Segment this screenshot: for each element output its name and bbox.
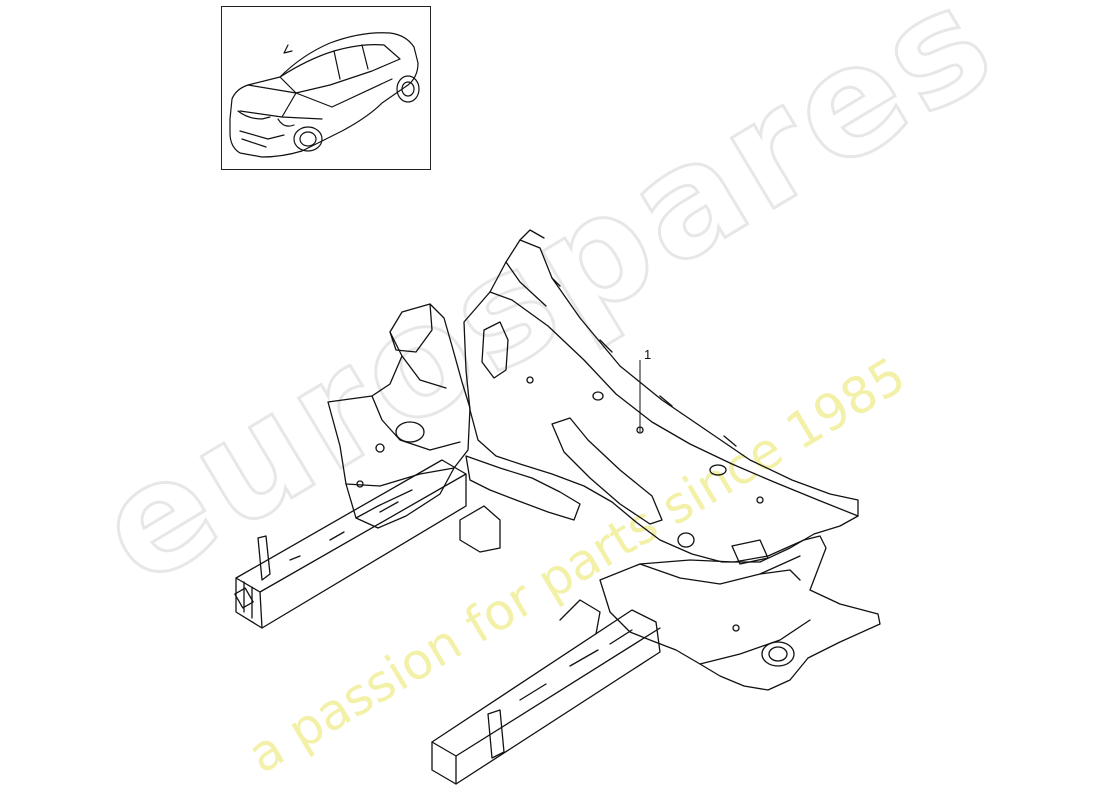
front-cross-member (459, 455, 581, 553)
right-strut-tower (599, 535, 881, 691)
left-strut-tower (327, 303, 471, 529)
car-icon (229, 32, 420, 158)
bulkhead-cowl-panel (463, 229, 859, 565)
left-front-longitudinal (234, 459, 467, 629)
vehicle-thumbnail[interactable] (221, 6, 431, 170)
callout-label-part-1[interactable]: 1 (644, 347, 652, 362)
right-front-longitudinal (431, 599, 661, 785)
